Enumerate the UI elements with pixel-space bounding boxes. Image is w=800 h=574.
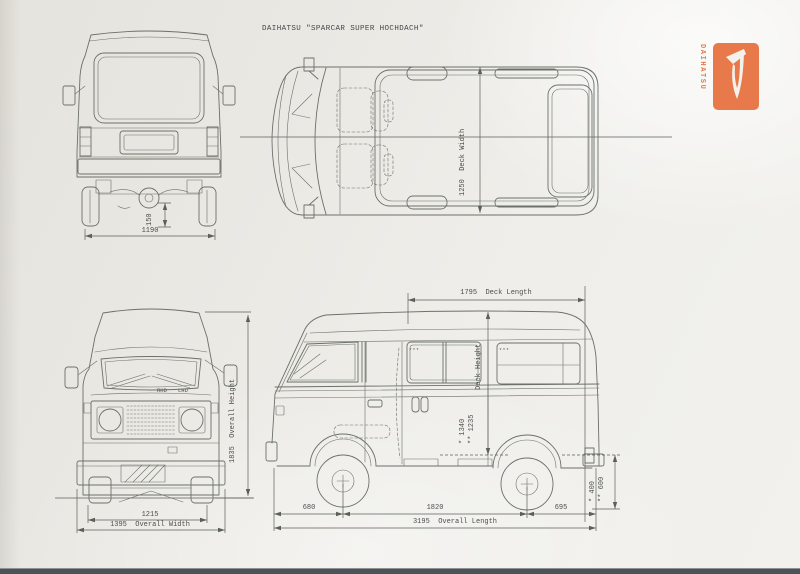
front-left-wheel (88, 476, 112, 504)
front-view-drawing (55, 308, 254, 533)
floor-height-high-dim: ** 600 (598, 476, 606, 502)
front-left-mirror (64, 366, 79, 389)
side-rear-bumper (582, 453, 605, 467)
deck-height-high-dim: ** 1235 (468, 414, 476, 444)
daihatsu-brand-text: DAIHATSU (698, 44, 706, 91)
rear-chassis (95, 179, 203, 209)
rear-overhang-dim: 695 (554, 504, 568, 512)
door-window (286, 341, 359, 383)
front-overhang-dim: 680 (302, 504, 316, 512)
deck-height-std-dim: * 1340 (459, 418, 467, 444)
rear-hatch-window (547, 84, 593, 198)
right-headlight (180, 408, 204, 432)
deck-width-dim: 1250 Deck Width (459, 128, 467, 196)
rear-quarter-window (496, 342, 581, 385)
high-roof (374, 69, 595, 207)
daihatsu-emblem-icon (713, 43, 759, 110)
blinker (275, 405, 285, 416)
grille (90, 400, 212, 440)
decal (333, 424, 391, 439)
rear-body (62, 30, 236, 178)
window-variant-mark: *** (499, 348, 510, 354)
overall-length-dim: 3195 Overall Length (412, 518, 497, 526)
rear-clearance-dim: 150 (146, 213, 154, 226)
overall-height-dim: 1835 Overall Height (229, 378, 237, 463)
front-tread-dim: 1215 (141, 511, 159, 519)
wipers (291, 93, 313, 189)
taillight (584, 447, 595, 464)
license-plate (120, 464, 166, 483)
side-body (265, 310, 605, 469)
floor-height-std-dim: * 400 (589, 480, 597, 502)
deck-length-dim: 1795 Deck Length (460, 289, 532, 297)
top-seats (336, 87, 394, 189)
deck-height-label: Deck Height (475, 343, 483, 390)
daihatsu-logo: DAIHATSU (698, 40, 774, 116)
side-front-bumper (265, 441, 278, 462)
side-view-drawing (265, 286, 620, 531)
sliding-door-window (406, 341, 482, 384)
top-right-mirror (303, 196, 319, 219)
rear-track-dim: 1190 (141, 227, 159, 235)
badge (167, 446, 178, 454)
rhd-label: RHD (157, 387, 167, 394)
lhd-label: LHD (178, 387, 188, 394)
rear-left-mirror (62, 85, 76, 106)
top-dimension-lines (477, 67, 483, 213)
top-body (271, 57, 599, 219)
front-right-mirror (223, 364, 238, 387)
rear-dimension-lines (84, 202, 216, 240)
window-variant-mark: *** (409, 348, 420, 354)
front-bumper (76, 460, 226, 486)
front-body (64, 308, 238, 504)
overall-width-dim: 1395 Overall Width (110, 521, 190, 529)
wheelbase-dim: 1820 (426, 504, 444, 512)
side-dimension-lines (273, 286, 620, 531)
scan-edge (0, 568, 800, 574)
side-wheels (316, 454, 554, 511)
top-view-drawing (240, 57, 672, 219)
door-handle (367, 399, 383, 408)
windshield (100, 356, 202, 391)
top-left-mirror (303, 57, 319, 80)
front-dimension-lines (76, 311, 253, 533)
rear-wheels (81, 186, 217, 227)
left-headlight (98, 408, 122, 432)
wipers (106, 373, 196, 389)
page-title: DAIHATSU "SPARCAR SUPER HOCHDACH" (262, 25, 424, 33)
rear-view-drawing (62, 30, 236, 240)
front-right-wheel (190, 476, 214, 504)
rear-right-mirror (222, 85, 236, 106)
